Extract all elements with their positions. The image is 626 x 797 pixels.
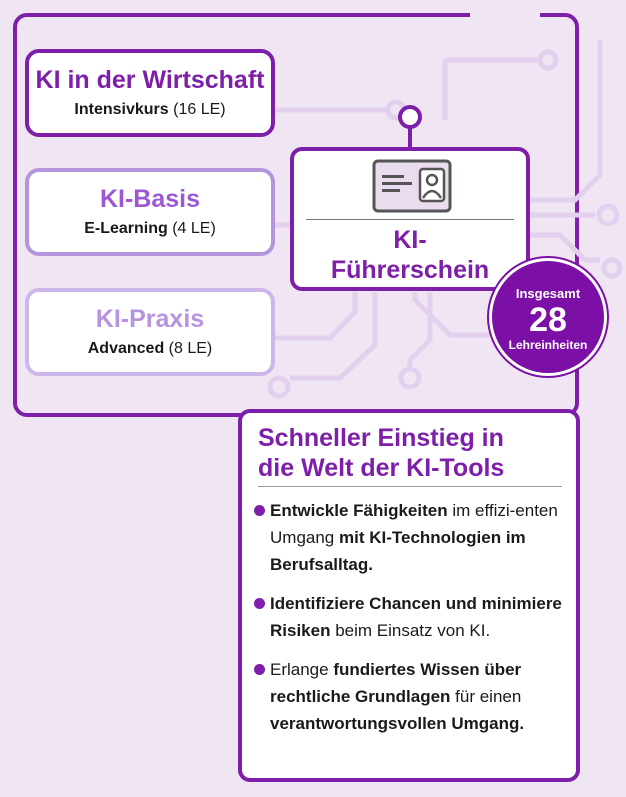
license-title: KI- Führerschein <box>330 226 490 284</box>
course-ki-wirtschaft: KI in der Wirtschaft Intensivkurs (16 LE… <box>25 49 275 137</box>
course-subtitle: Intensivkurs (16 LE) <box>74 101 226 118</box>
frame-gap <box>470 0 540 20</box>
course-ki-basis: KI-Basis E-Learning (4 LE) <box>25 168 275 256</box>
bullet-icon <box>254 505 265 516</box>
list-item: Identifiziere Chancen und minimiere Risi… <box>254 590 572 644</box>
info-panel: Schneller Einstieg in die Welt der KI-To… <box>238 409 580 782</box>
course-ki-praxis: KI-Praxis Advanced (8 LE) <box>25 288 275 376</box>
ki-license-card: KI- Führerschein <box>290 147 530 291</box>
course-title: KI in der Wirtschaft <box>35 66 265 94</box>
bullet-icon <box>254 664 265 675</box>
list-item: Entwickle Fähigkeiten im effizi-enten Um… <box>254 497 572 578</box>
info-divider <box>258 486 562 487</box>
id-card-icon <box>372 159 452 213</box>
course-title: KI-Basis <box>99 185 201 213</box>
license-divider <box>306 219 514 220</box>
list-item: Erlange fundiertes Wissen über rechtlich… <box>254 656 572 737</box>
course-subtitle: Advanced (8 LE) <box>87 340 213 357</box>
course-subtitle: E-Learning (4 LE) <box>84 220 216 237</box>
bullet-icon <box>254 598 265 609</box>
course-title: KI-Praxis <box>95 305 205 333</box>
total-units-badge: Insgesamt 28 Lehreinheiten <box>489 258 607 376</box>
benefit-list: Entwickle Fähigkeiten im effizi-enten Um… <box>254 497 572 749</box>
info-heading: Schneller Einstieg in die Welt der KI-To… <box>258 424 505 482</box>
